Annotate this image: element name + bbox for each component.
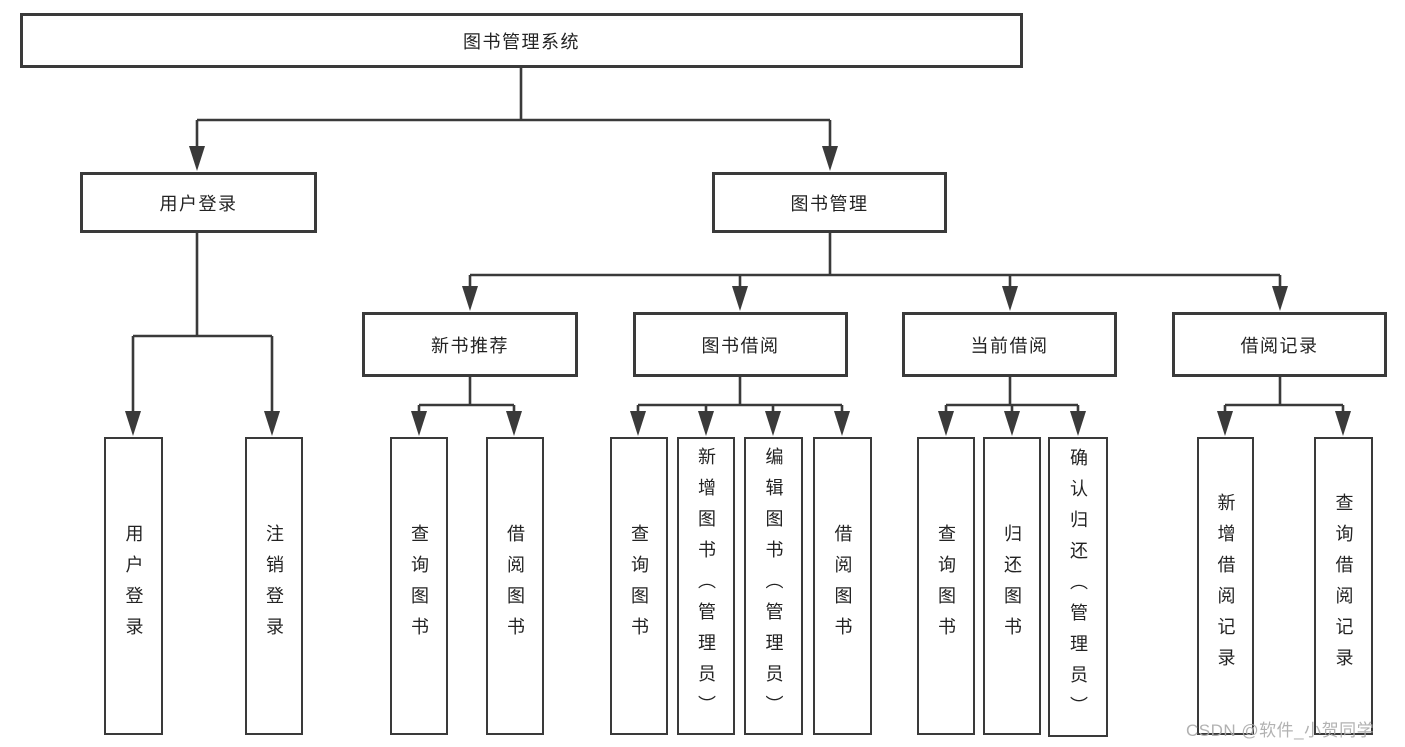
node-borrow-record: 借阅记录 [1172,312,1387,377]
arrowhead [630,411,646,436]
node-book-borrow-label: 图书借阅 [701,335,780,356]
arrowhead [938,411,954,436]
node-cb-confirm-return-admin-label: 确认归还（管理员） [1068,447,1088,727]
connector-bookborrow-children [636,377,844,418]
node-user-login-branch-label: 用户登录 [159,193,238,214]
node-logout: 注销登录 [245,437,303,735]
arrowhead [1272,286,1288,311]
node-bb-edit-books-admin: 编辑图书（管理员） [744,437,803,735]
node-br-add-record-label: 新增借阅记录 [1215,493,1236,679]
node-new-book-rec: 新书推荐 [362,312,578,377]
arrowhead [698,411,714,436]
node-cb-confirm-return-admin: 确认归还（管理员） [1048,437,1108,737]
arrowhead [1070,411,1086,436]
arrowheads [125,146,1351,436]
arrowhead [765,411,781,436]
arrowhead [189,146,205,171]
node-book-mgmt-branch: 图书管理 [712,172,947,233]
node-nb-borrow-books-label: 借阅图书 [505,524,525,648]
arrowhead [462,286,478,311]
node-bb-add-books-admin-label: 新增图书（管理员） [696,446,716,726]
node-current-borrow: 当前借阅 [902,312,1117,377]
node-bb-borrow-books-label: 借阅图书 [832,524,853,648]
node-cb-return-books: 归还图书 [983,437,1041,735]
arrowhead [411,411,427,436]
arrowhead [1335,411,1351,436]
node-bb-query-books-label: 查询图书 [629,524,649,648]
arrowhead [125,411,141,436]
node-bb-query-books: 查询图书 [610,437,668,735]
connector-userlogin-children [131,233,274,417]
node-bb-edit-books-admin-label: 编辑图书（管理员） [763,446,784,726]
node-cb-query-books: 查询图书 [917,437,975,735]
arrowhead [506,411,522,436]
node-new-book-rec-label: 新书推荐 [431,335,509,356]
node-user-login-branch: 用户登录 [80,172,317,233]
node-cb-query-books-label: 查询图书 [936,524,956,648]
arrowhead [822,146,838,171]
node-br-query-record: 查询借阅记录 [1314,437,1373,735]
arrowhead [1002,286,1018,311]
node-login-label: 用户登录 [123,524,144,648]
connector-newbookrec-children [417,377,516,418]
node-book-borrow: 图书借阅 [633,312,848,377]
node-nb-query-books: 查询图书 [390,437,448,735]
node-cb-return-books-label: 归还图书 [1002,524,1022,648]
node-nb-borrow-books: 借阅图书 [486,437,544,735]
node-book-mgmt-branch-label: 图书管理 [790,193,869,214]
node-current-borrow-label: 当前借阅 [970,335,1049,356]
node-br-add-record: 新增借阅记录 [1197,437,1254,735]
arrowhead [834,411,850,436]
connector-root-to-level2 [195,66,832,152]
node-borrow-record-label: 借阅记录 [1240,335,1319,356]
node-br-query-record-label: 查询借阅记录 [1333,493,1354,679]
arrowhead [732,286,748,311]
arrowhead [264,411,280,436]
csdn-watermark: CSDN @软件_小贺同学 [1186,721,1375,740]
node-root: 图书管理系统 [20,13,1023,68]
node-root-label: 图书管理系统 [463,31,580,52]
node-nb-query-books-label: 查询图书 [409,524,429,648]
node-bb-borrow-books: 借阅图书 [813,437,872,735]
connector-borrowrecord-children [1223,377,1345,418]
node-login: 用户登录 [104,437,163,735]
node-bb-add-books-admin: 新增图书（管理员） [677,437,735,735]
arrowhead [1217,411,1233,436]
arrowhead [1004,411,1020,436]
connector-bookmgmt-children [468,233,1282,293]
connector-paths [131,66,1345,418]
node-logout-label: 注销登录 [264,524,284,648]
